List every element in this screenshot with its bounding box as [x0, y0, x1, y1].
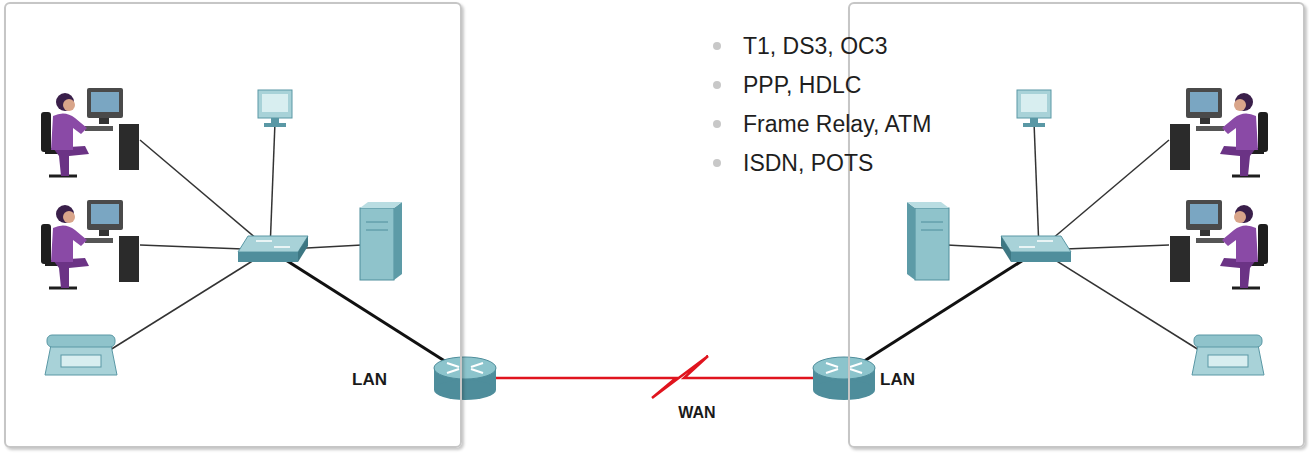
- lan-illustration: [41, 88, 496, 400]
- workstation-user: [41, 200, 139, 288]
- lan-cable: [110, 122, 362, 350]
- pc-monitor: [258, 90, 292, 127]
- wan-link: [462, 356, 848, 398]
- ip-phone: [45, 335, 117, 375]
- lan-switch: [238, 236, 308, 262]
- list-bullet: [713, 42, 721, 167]
- wan-router: [434, 357, 496, 400]
- wan-technology: PPP, HDLC: [743, 71, 861, 99]
- wan-technology: ISDN, POTS: [743, 149, 873, 177]
- server-tower: [360, 202, 402, 280]
- link-label: WAN: [675, 404, 718, 422]
- wan-technology: Frame Relay, ATM: [743, 110, 931, 138]
- network-label: LAN: [352, 370, 387, 390]
- lan-box: LAN: [848, 2, 1305, 448]
- workstation-user: [41, 88, 139, 176]
- wan-technology: T1, DS3, OC3: [743, 32, 887, 60]
- lan-box: LAN: [4, 2, 462, 448]
- network-label: LAN: [880, 370, 915, 390]
